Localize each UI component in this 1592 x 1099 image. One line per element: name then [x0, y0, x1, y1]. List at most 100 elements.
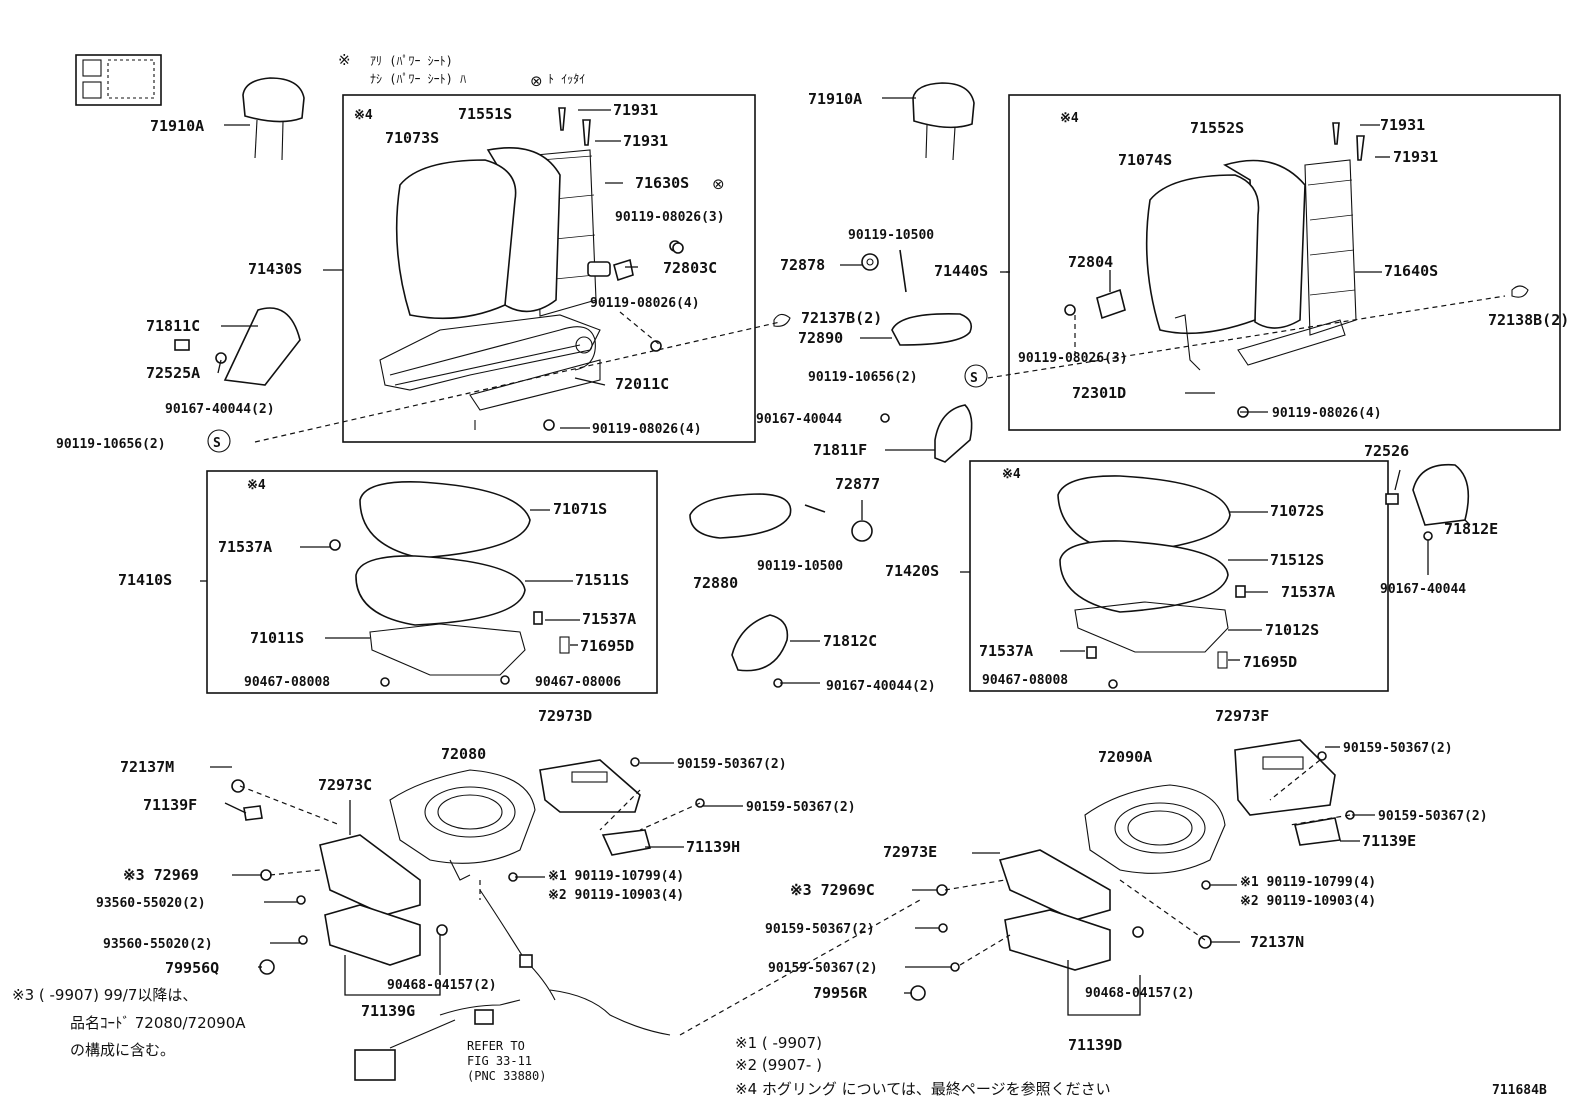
- bracket-71139E: [1294, 817, 1341, 846]
- label-71537A-c: 71537A: [1281, 583, 1335, 601]
- group-box-front-right-cushion: [969, 460, 1389, 692]
- bracket-71139D: [1004, 909, 1111, 971]
- label-71011S: 71011S: [250, 629, 304, 647]
- label-79956R: 79956R: [813, 984, 868, 1002]
- label-72804: 72804: [1068, 253, 1113, 271]
- cap-72877: [851, 520, 873, 542]
- label-71074S: 71074S: [1118, 151, 1172, 169]
- bolt-group-right-upper: [1064, 122, 1365, 418]
- label-72137N: 72137N: [1250, 933, 1304, 951]
- label-71139E: 71139E: [1362, 832, 1416, 850]
- label-71630S: 71630S: [635, 174, 689, 192]
- footnotes: ※3 ( -9907) 99/7以降は、 品名ｺｰﾄﾞ 72080/72090A…: [12, 986, 1547, 1098]
- label-72878: 72878: [780, 256, 825, 274]
- label-90119-08026-3: 90119-08026(3): [615, 210, 725, 225]
- label-71440S: 71440S: [934, 262, 988, 280]
- label-90159-50367-2d: 90159-50367(2): [1378, 809, 1488, 824]
- label-71910A-right: 71910A: [808, 90, 862, 108]
- label-90119-10500-a: 90119-10500: [848, 228, 934, 243]
- bracket-71139G: [324, 904, 421, 966]
- label-m1-90119-10799-a: ※1 90119-10799(4): [548, 869, 684, 884]
- label-71931-c: 71931: [1380, 116, 1425, 134]
- mark4-c: ※4: [247, 478, 266, 493]
- bolt-group-left-upper: [543, 107, 684, 431]
- label-72138B: 72138B(2): [1488, 311, 1569, 329]
- label-90467-08008-a: 90467-08008: [244, 675, 330, 690]
- label-72080: 72080: [441, 745, 486, 763]
- clip-72526: [1385, 493, 1399, 505]
- label-71012S: 71012S: [1265, 621, 1319, 639]
- footnote-3-line-3: の構成に含む。: [70, 1041, 175, 1059]
- armrest-72880: [689, 493, 792, 539]
- figure-id: 711684B: [1492, 1083, 1547, 1098]
- bolt-90119-10500-b: [804, 504, 826, 513]
- label-71931-b: 71931: [623, 132, 668, 150]
- label-90159-50367-2c: 90159-50367(2): [1343, 741, 1453, 756]
- label-71139G: 71139G: [361, 1002, 415, 1020]
- label-71071S: 71071S: [553, 500, 607, 518]
- label-90159-50367-2e: 90159-50367(2): [765, 922, 875, 937]
- label-72525A: 72525A: [146, 364, 200, 382]
- label-90468-04157-2a: 90468-04157(2): [387, 978, 497, 993]
- washer-72878: [861, 253, 879, 271]
- label-71931-d: 71931: [1393, 148, 1438, 166]
- refer-line-2: FIG 33-11: [467, 1054, 532, 1068]
- label-90119-10656-2a: 90119-10656(2): [56, 437, 166, 452]
- label-72526: 72526: [1364, 442, 1409, 460]
- legend-line-1: ｱﾘ (ﾊﾟﾜｰ ｼｰﾄ): [370, 54, 453, 68]
- label-72877: 72877: [835, 475, 880, 493]
- label-90467-08008-b: 90467-08008: [982, 673, 1068, 688]
- label-71695D-b: 71695D: [1243, 653, 1297, 671]
- label-71420S: 71420S: [885, 562, 939, 580]
- label-71551S: 71551S: [458, 105, 512, 123]
- seatback-right: [1145, 159, 1357, 371]
- mark4-a: ※4: [354, 108, 373, 123]
- label-72137B: 72137B(2): [801, 309, 882, 327]
- leader-lines: [200, 109, 1471, 1016]
- s-marker-left: S: [207, 429, 231, 453]
- callout-labels: 71910A 71551S 71931 71931 ※4 71073S 7163…: [56, 90, 1569, 1083]
- label-71812E: 71812E: [1444, 520, 1498, 538]
- label-71812C: 71812C: [823, 632, 877, 650]
- label-72011C: 72011C: [615, 375, 669, 393]
- cover-72973D: [539, 759, 641, 813]
- label-72973F: 72973F: [1215, 707, 1269, 725]
- seat-cushion-right: [1057, 475, 1246, 689]
- footnote-2: ※2 (9907- ): [735, 1056, 822, 1074]
- bracket-71139H: [601, 829, 652, 856]
- power-seat-cable: [354, 889, 671, 1081]
- label-m2-90119-10903-b: ※2 90119-10903(4): [1240, 894, 1376, 909]
- label-90119-10656-2b: 90119-10656(2): [808, 370, 918, 385]
- legend-line-2: ﾅｼ (ﾊﾟﾜｰ ｼｰﾄ) ﾊ: [370, 72, 466, 86]
- label-72880: 72880: [693, 574, 738, 592]
- footnote-1: ※1 ( -9907): [735, 1034, 822, 1052]
- label-71511S: 71511S: [575, 571, 629, 589]
- label-71811F: 71811F: [813, 441, 867, 459]
- seat-cushion-left: [329, 481, 570, 687]
- label-72890: 72890: [798, 329, 843, 347]
- label-71073S: 71073S: [385, 129, 439, 147]
- clip-72138B: [1511, 285, 1529, 298]
- label-71512S: 71512S: [1270, 551, 1324, 569]
- label-90119-08026-4b: 90119-08026(4): [592, 422, 702, 437]
- label-90468-04157-2b: 90468-04157(2): [1085, 986, 1195, 1001]
- cover-71811C: [223, 307, 301, 386]
- label-72803C: 72803C: [663, 259, 717, 277]
- footnote-3-line-1: ※3 ( -9907) 99/7以降は、: [12, 986, 197, 1004]
- svg-text:S: S: [213, 436, 221, 451]
- label-90159-50367-2f: 90159-50367(2): [768, 961, 878, 976]
- label-71552S: 71552S: [1190, 119, 1244, 137]
- recliner-mechanism-72080: [389, 769, 536, 881]
- cover-71811F: [934, 404, 973, 463]
- label-71910A-left: 71910A: [150, 117, 204, 135]
- label-71537A-a: 71537A: [218, 538, 272, 556]
- label-71640S: 71640S: [1384, 262, 1438, 280]
- label-72301D: 72301D: [1072, 384, 1126, 402]
- legend-mark: ※: [338, 51, 351, 69]
- label-71139F: 71139F: [143, 796, 197, 814]
- cover-72973E: [998, 849, 1111, 921]
- label-71537A-d: 71537A: [979, 642, 1033, 660]
- mark4-d: ※4: [1002, 467, 1021, 482]
- label-m1-90119-10799-b: ※1 90119-10799(4): [1240, 875, 1376, 890]
